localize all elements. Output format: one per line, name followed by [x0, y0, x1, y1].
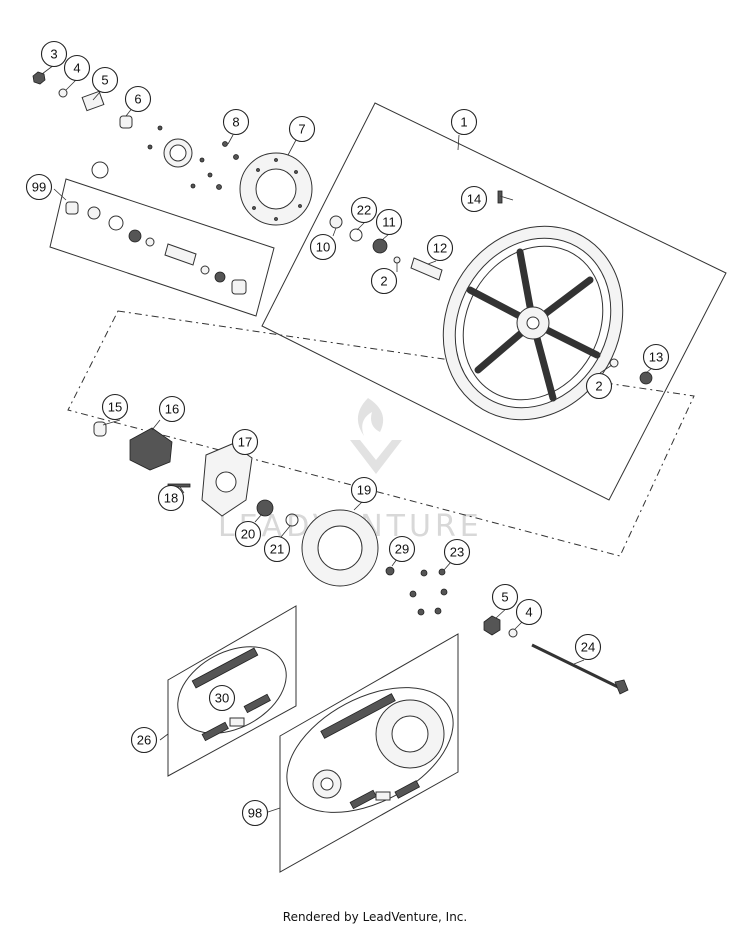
callout-24: 24 [574, 633, 602, 661]
callout-4-lower: 4 [515, 598, 543, 626]
callout-30: 30 [208, 684, 236, 712]
callout-98: 98 [241, 799, 269, 827]
chain-kit-parts [177, 646, 287, 742]
callout-11: 11 [375, 208, 403, 236]
callout-2-lower: 2 [585, 372, 613, 400]
render-credit: Rendered by LeadVenture, Inc. [282, 910, 468, 924]
chain-sprocket-kit-parts [286, 687, 454, 813]
callout-6: 6 [124, 85, 152, 113]
sprocket-nuts [409, 568, 448, 616]
callout-22: 22 [350, 196, 378, 224]
svg-text:17: 17 [238, 435, 252, 450]
callout-4-upper: 4 [63, 54, 91, 82]
callout-12: 12 [426, 234, 454, 262]
svg-text:15: 15 [108, 400, 122, 415]
svg-text:5: 5 [501, 590, 508, 605]
callout-5-lower: 5 [491, 583, 519, 611]
svg-text:24: 24 [581, 640, 595, 655]
washer-part [58, 88, 68, 98]
svg-text:20: 20 [241, 527, 255, 542]
flame-logo-icon [357, 398, 384, 436]
svg-text:11: 11 [382, 215, 396, 230]
svg-text:26: 26 [137, 733, 151, 748]
v-logo-icon [350, 440, 402, 474]
callout-26: 26 [130, 726, 158, 754]
callout-7: 7 [288, 115, 316, 143]
sprocket-carrier-parts [93, 421, 395, 587]
callout-3: 3 [40, 40, 68, 68]
callout-17: 17 [231, 428, 259, 456]
wheel-frame [261, 102, 727, 501]
callout-19: 19 [350, 476, 378, 504]
adjuster-part [81, 90, 105, 112]
chain-kit-frame [167, 605, 297, 777]
brake-disc-part [239, 152, 313, 226]
svg-text:4: 4 [73, 61, 80, 76]
chain-sprocket-kit-frame [279, 633, 459, 873]
svg-text:18: 18 [164, 491, 178, 506]
axle-parts [483, 615, 629, 695]
callout-29: 29 [388, 535, 416, 563]
callout-14: 14 [460, 185, 488, 213]
callout-8: 8 [222, 108, 250, 136]
hardware-top-left [32, 71, 239, 190]
svg-text:7: 7 [298, 122, 305, 137]
damper-frame [67, 310, 695, 557]
svg-text:22: 22 [357, 203, 371, 218]
svg-text:21: 21 [270, 542, 284, 557]
svg-text:12: 12 [433, 241, 447, 256]
axle-kit-parts [65, 201, 247, 295]
svg-text:6: 6 [134, 92, 141, 107]
svg-text:2: 2 [595, 379, 602, 394]
callout-20: 20 [234, 520, 262, 548]
svg-text:1: 1 [460, 115, 467, 130]
svg-text:4: 4 [525, 605, 532, 620]
o-ring-part [91, 161, 109, 179]
svg-text:2: 2 [380, 274, 387, 289]
svg-text:30: 30 [215, 691, 229, 706]
group-frames [49, 102, 727, 873]
callout-21: 21 [263, 535, 291, 563]
svg-text:19: 19 [357, 483, 371, 498]
svg-text:13: 13 [649, 350, 663, 365]
callout-2-upper: 2 [370, 267, 398, 295]
callout-10: 10 [309, 233, 337, 261]
svg-text:10: 10 [316, 240, 330, 255]
svg-text:29: 29 [395, 542, 409, 557]
spacer-part [119, 115, 133, 129]
wheel-bearings [329, 215, 653, 385]
svg-text:14: 14 [467, 192, 481, 207]
callout-13: 13 [642, 343, 670, 371]
svg-text:98: 98 [248, 806, 262, 821]
svg-text:3: 3 [50, 47, 57, 62]
nut-part [32, 71, 46, 85]
axle-kit-frame [49, 178, 275, 317]
callout-1: 1 [450, 108, 478, 136]
svg-text:8: 8 [232, 115, 239, 130]
callout-99: 99 [25, 173, 53, 201]
callout-23: 23 [443, 538, 471, 566]
svg-text:99: 99 [32, 180, 46, 195]
callout-16: 16 [158, 395, 186, 423]
callout-5-upper: 5 [91, 66, 119, 94]
callout-18: 18 [157, 484, 185, 512]
callout-15: 15 [101, 393, 129, 421]
svg-text:23: 23 [450, 545, 464, 560]
svg-text:5: 5 [101, 73, 108, 88]
rear-wheel-part [442, 190, 624, 421]
svg-text:16: 16 [165, 402, 179, 417]
